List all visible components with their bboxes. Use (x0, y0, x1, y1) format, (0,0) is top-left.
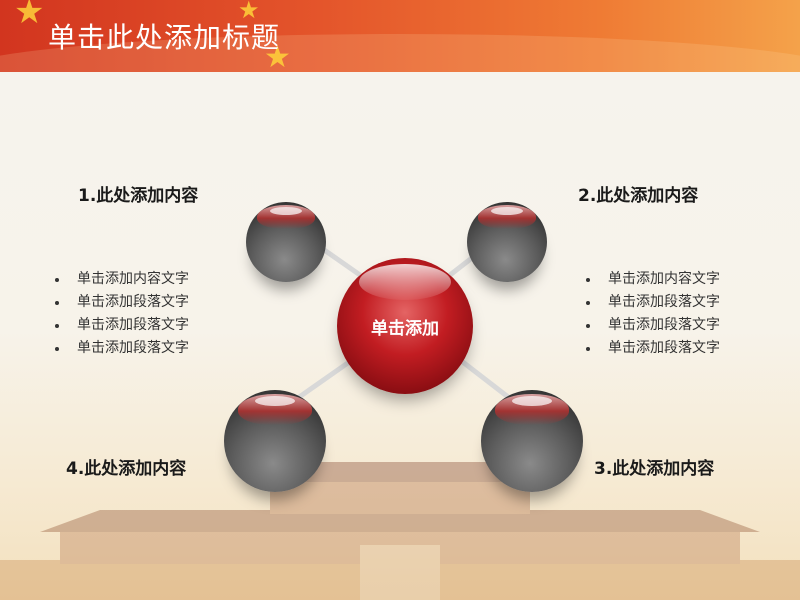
sphere-node-4 (224, 390, 326, 492)
palace-background-image (0, 462, 800, 600)
bullet-list-right[interactable]: 单击添加内容文字 单击添加段落文字 单击添加段落文字 单击添加段落文字 (586, 268, 720, 360)
star-icon: ★ (238, 0, 260, 24)
list-item: 单击添加段落文字 (586, 314, 720, 337)
list-item: 单击添加段落文字 (586, 337, 720, 360)
list-item: 单击添加段落文字 (55, 314, 189, 337)
sphere-gloss-highlight (359, 264, 451, 300)
list-item: 单击添加段落文字 (55, 337, 189, 360)
title-banner: ★ ★ ★ 单击此处添加标题 (0, 0, 800, 72)
list-item: 单击添加段落文字 (55, 291, 189, 314)
center-sphere-label: 单击添加 (371, 319, 439, 339)
list-item: 单击添加内容文字 (55, 268, 189, 291)
connector-line-3 (453, 354, 514, 402)
list-item: 单击添加段落文字 (586, 291, 720, 314)
sphere-node-3 (481, 390, 583, 492)
bullet-list-left[interactable]: 单击添加内容文字 单击添加段落文字 单击添加段落文字 单击添加段落文字 (55, 268, 189, 360)
star-icon: ★ (264, 40, 291, 72)
center-sphere[interactable]: 单击添加 (337, 258, 473, 394)
sphere-node-2 (467, 202, 547, 282)
list-item: 单击添加内容文字 (586, 268, 720, 291)
star-icon: ★ (14, 0, 45, 32)
item-heading-4[interactable]: 4.此处添加内容 (66, 459, 187, 479)
item-heading-1[interactable]: 1.此处添加内容 (78, 186, 199, 206)
connector-line-4 (293, 357, 354, 403)
slide-title[interactable]: 单击此处添加标题 (48, 21, 281, 54)
item-heading-2[interactable]: 2.此处添加内容 (578, 186, 699, 206)
item-heading-3[interactable]: 3.此处添加内容 (594, 459, 715, 479)
sphere-node-1 (246, 202, 326, 282)
